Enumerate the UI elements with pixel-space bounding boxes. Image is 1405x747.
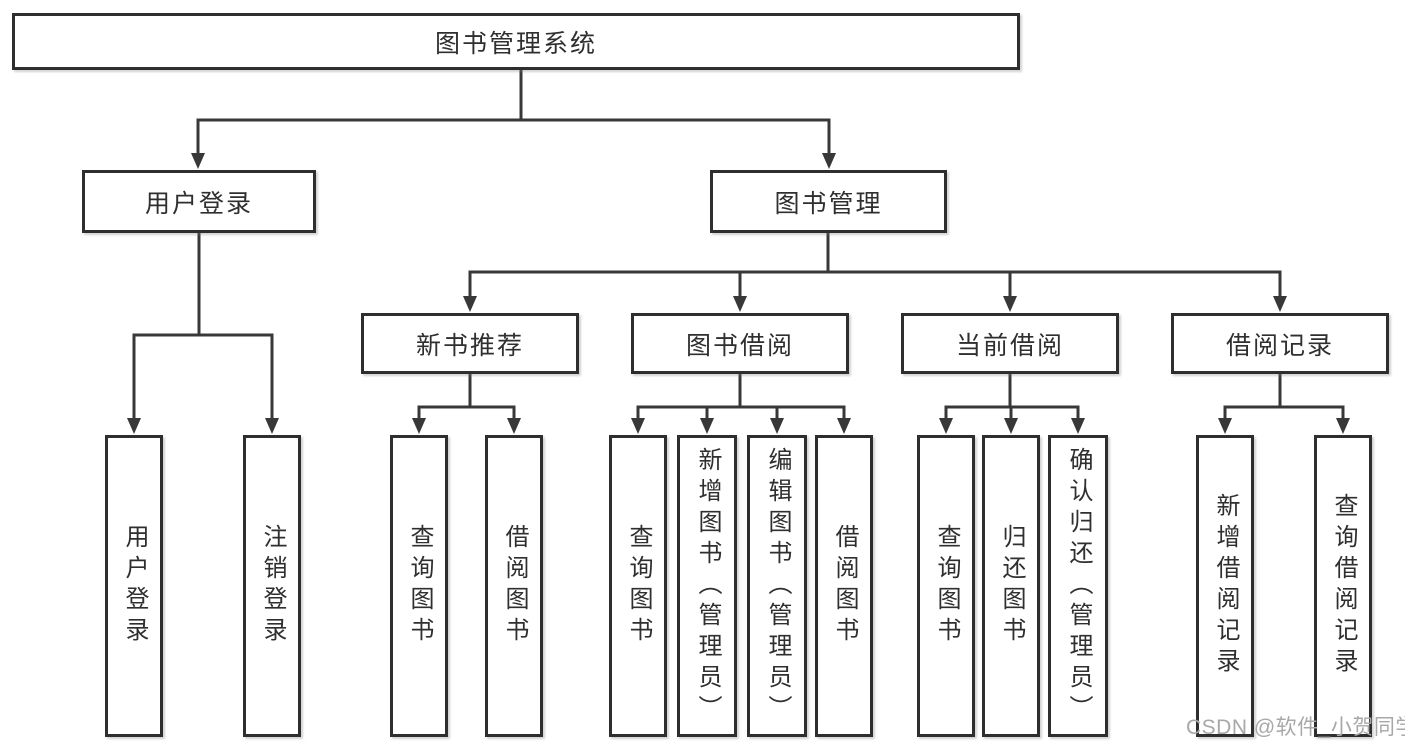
node-label: 注销登录 [259,524,286,648]
node-book-management: 图书管理 [710,170,947,233]
node-label: 查询图书 [625,524,652,648]
node-label: 借阅记录 [1225,331,1334,360]
node-label: 查询借阅记录 [1330,493,1357,679]
node-root-system: 图书管理系统 [12,13,1020,70]
node-query-borrow-record: 查询借阅记录 [1314,435,1372,737]
node-label: 借阅图书 [831,524,858,648]
node-new-book-recommendation: 新书推荐 [361,313,579,374]
node-label: 新书推荐 [415,331,524,360]
node-book-borrowing: 图书借阅 [631,313,849,374]
node-query-books-3: 查询图书 [917,435,975,737]
node-logout-leaf: 注销登录 [243,435,301,737]
node-label: 图书管理 [774,189,883,218]
node-borrowing-records: 借阅记录 [1171,313,1389,374]
node-current-borrowing: 当前借阅 [901,313,1119,374]
node-label: 用户登录 [121,524,148,648]
node-label: 图书管理系统 [434,29,597,58]
node-confirm-return-admin: 确认归还（管理员） [1048,435,1108,737]
node-label: 图书借阅 [685,331,794,360]
node-label: 新增图书（管理员） [694,446,721,726]
node-borrow-books-2: 借阅图书 [815,435,873,737]
node-label: 借阅图书 [501,524,528,648]
node-label: 编辑图书（管理员） [764,446,791,726]
node-add-borrow-record: 新增借阅记录 [1196,435,1254,737]
node-user-login-leaf: 用户登录 [105,435,163,737]
node-label: 用户登录 [144,189,253,218]
node-label: 查询图书 [933,524,960,648]
node-add-books-admin: 新增图书（管理员） [677,435,737,737]
node-query-books-2: 查询图书 [609,435,667,737]
node-label: 当前借阅 [955,331,1064,360]
node-label: 新增借阅记录 [1212,493,1239,679]
node-return-books: 归还图书 [982,435,1040,737]
node-query-books-1: 查询图书 [390,435,448,737]
node-borrow-books-1: 借阅图书 [485,435,543,737]
node-label: 确认归还（管理员） [1065,446,1092,726]
node-label: 查询图书 [406,524,433,648]
node-edit-books-admin: 编辑图书（管理员） [747,435,807,737]
node-label: 归还图书 [998,524,1025,648]
csdn-watermark: CSDN @软件_小贺同学 [1186,716,1405,739]
node-user-login: 用户登录 [82,170,316,233]
